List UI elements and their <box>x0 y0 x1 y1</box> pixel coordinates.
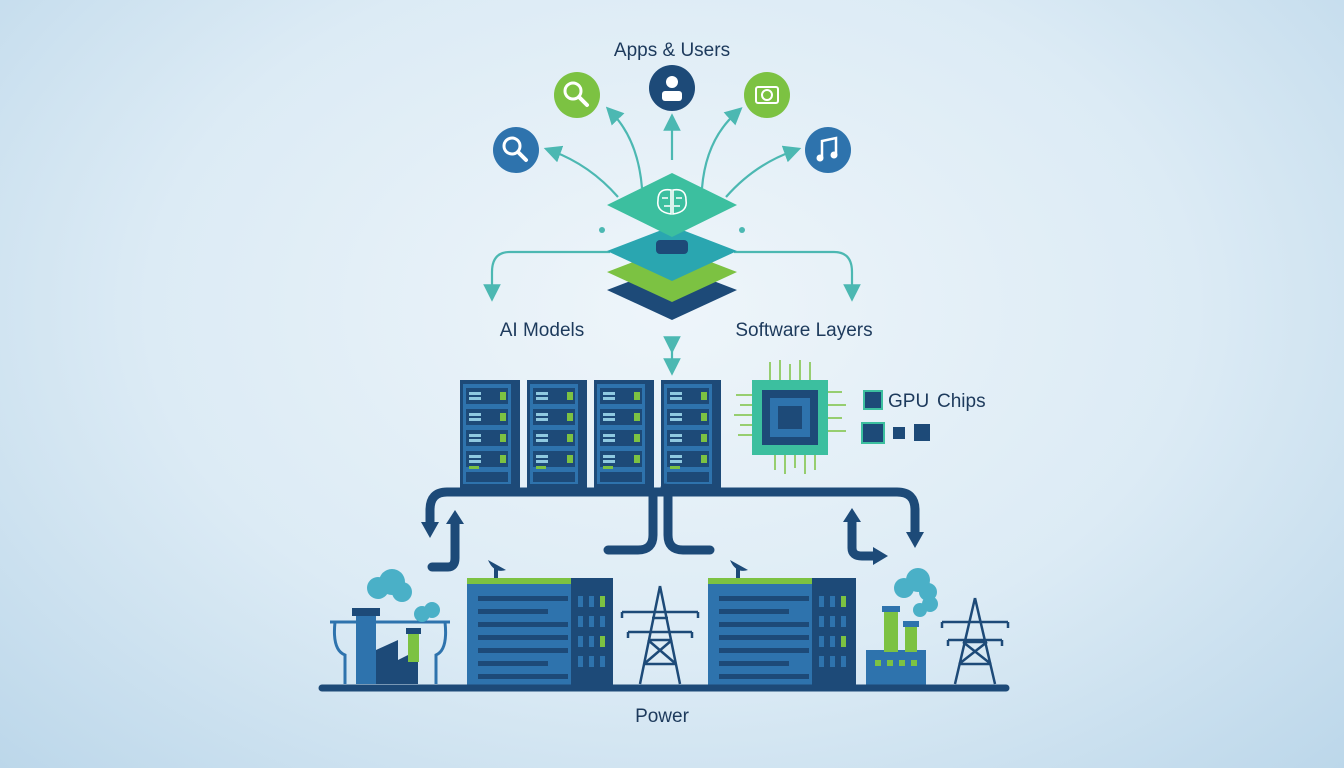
satellite-dish-icon <box>488 560 506 578</box>
arrows-to-apps <box>483 106 861 376</box>
power-distribution-pipes <box>421 483 924 572</box>
power-tower-icon <box>940 597 1010 685</box>
camera-icon <box>744 72 790 118</box>
server-rack-icon <box>527 380 587 488</box>
server-rack-icon <box>460 380 520 488</box>
search-icon <box>493 127 539 173</box>
server-racks <box>460 380 721 488</box>
data-center-icon <box>708 560 856 685</box>
search-icon <box>554 72 600 118</box>
power-tower-icon <box>620 585 700 685</box>
factory-icon <box>866 568 938 685</box>
power-label: Power <box>635 706 690 727</box>
gpu-chip-icon <box>734 360 846 474</box>
satellite-dish-icon <box>730 560 748 578</box>
software-layer-stack <box>599 173 745 320</box>
gpu-label: GPU <box>888 391 929 412</box>
music-note-icon <box>805 127 851 173</box>
brain-icon <box>656 188 688 215</box>
user-icon <box>649 65 695 111</box>
server-rack-icon <box>594 380 654 488</box>
factory-icon <box>330 569 450 684</box>
ai-models-label: AI Models <box>500 320 584 341</box>
small-chip-icons <box>861 390 930 444</box>
chip-icon <box>656 240 688 254</box>
server-rack-icon <box>661 380 721 488</box>
chips-label: Chips <box>937 391 986 412</box>
software-layers-label: Software Layers <box>735 320 872 341</box>
apps-users-label: Apps & Users <box>614 40 730 61</box>
data-center-icon <box>467 560 613 685</box>
